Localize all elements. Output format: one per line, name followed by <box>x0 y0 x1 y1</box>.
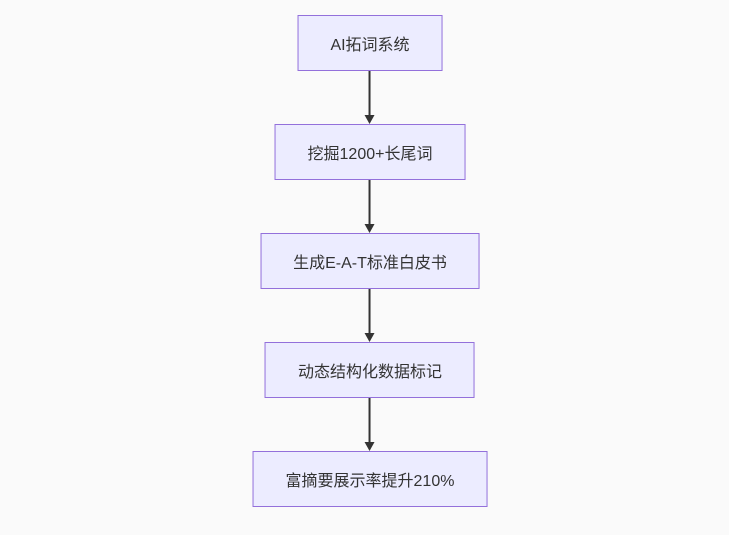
flow-node-longtail-mining: 挖掘1200+长尾词 <box>274 124 466 180</box>
flow-node-label: 富摘要展示率提升210% <box>285 473 455 490</box>
arrow-line <box>369 71 371 115</box>
flow-arrow-4 <box>365 398 375 451</box>
flowchart: AI拓词系统 挖掘1200+长尾词 生成E-A-T标准白皮书 动态结构化数据标记 <box>252 15 488 507</box>
flow-arrow-2 <box>365 180 375 233</box>
flow-arrow-1 <box>365 71 375 124</box>
flow-node-label: 生成E-A-T标准白皮书 <box>293 255 447 272</box>
arrowhead-down-icon <box>365 115 375 124</box>
arrowhead-down-icon <box>365 442 375 451</box>
flow-node-rich-snippet-result: 富摘要展示率提升210% <box>252 451 488 507</box>
arrowhead-down-icon <box>365 224 375 233</box>
arrowhead-down-icon <box>365 333 375 342</box>
flow-node-structured-data: 动态结构化数据标记 <box>264 342 475 398</box>
flow-node-label: 动态结构化数据标记 <box>297 364 442 381</box>
flow-node-label: AI拓词系统 <box>330 37 410 54</box>
arrow-line <box>369 289 371 333</box>
flow-node-label: 挖掘1200+长尾词 <box>307 146 433 163</box>
arrow-line <box>369 398 371 442</box>
flow-arrow-3 <box>365 289 375 342</box>
flow-node-ai-word-system: AI拓词系统 <box>297 15 443 71</box>
arrow-line <box>369 180 371 224</box>
flow-node-eat-whitepaper: 生成E-A-T标准白皮书 <box>260 233 480 289</box>
